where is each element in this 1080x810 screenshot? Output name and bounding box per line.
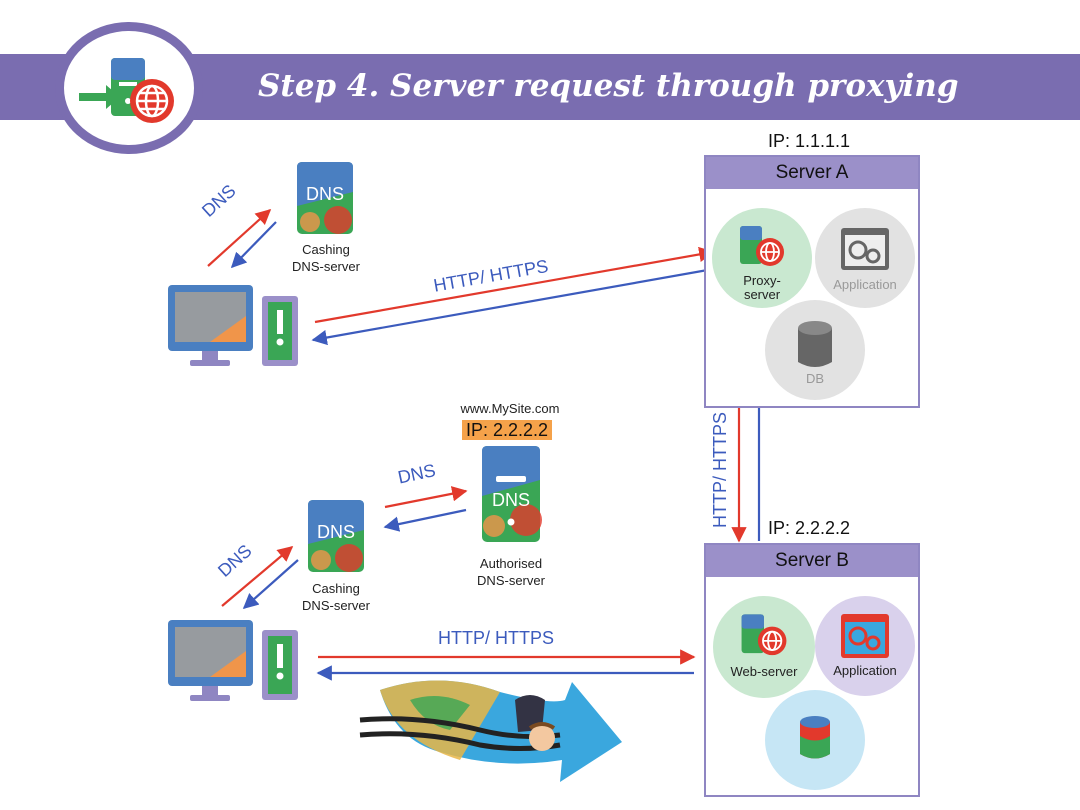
bottom-system-unit-icon [262, 630, 298, 700]
bottom-http-label: HTTP/ HTTPS [438, 628, 554, 648]
proxy-server-label: Proxy- server [743, 273, 781, 302]
server-b-db-node [765, 690, 865, 790]
server-b-application-label: Application [833, 663, 897, 678]
bottom-cache-dns-icon [308, 500, 364, 572]
proxy-logo-icon [79, 58, 174, 123]
mid-dns-request-arrow [384, 486, 468, 509]
server-a-application-label: Application [833, 277, 897, 292]
top-http-request-arrow [314, 246, 715, 324]
proxy-server-icon [740, 226, 784, 266]
bottom-cache-dns-icon-text: DNS [316, 522, 355, 542]
authoritative-dns-icon-text: DNS [491, 490, 530, 510]
page-title: Step 4. Server request through proxying [258, 68, 959, 104]
bottom-dns-request-arrow [221, 546, 294, 607]
authoritative-ip-wrapper: IP: 2.2.2.2 [462, 420, 553, 441]
bottom-cache-dns-label: Cashing DNS-server [302, 581, 370, 613]
top-monitor-icon [168, 285, 253, 366]
web-server-node: Web-server [713, 596, 815, 698]
site-domain: www.MySite.com [460, 401, 560, 416]
vertical-http-label: HTTP/ HTTPS [710, 412, 730, 528]
top-cache-dns-icon-text: DNS [305, 184, 344, 204]
authoritative-dns-icon [482, 446, 542, 542]
top-system-unit-icon [262, 296, 298, 366]
top-dns-request-arrow [207, 208, 272, 267]
authoritative-dns-label: Authorised DNS-server [477, 556, 545, 588]
server-a-application-node: Application [815, 208, 915, 308]
server-b-ip: IP: 2.2.2.2 [768, 518, 851, 538]
server-b-title: Server B [706, 545, 918, 577]
web-server-label: Web-server [730, 664, 798, 679]
header-badge [55, 22, 203, 154]
bottom-monitor-icon [168, 620, 253, 701]
top-dns-response-arrow [230, 221, 277, 269]
mid-dns-response-arrow [383, 508, 467, 532]
authoritative-ip: IP: 2.2.2.2 [462, 420, 553, 440]
web-server-icon [741, 614, 787, 656]
flying-man-illustration [359, 680, 622, 782]
top-cache-dns-icon [297, 162, 353, 234]
db-label: DB [805, 371, 825, 386]
server-a-ip: IP: 1.1.1.1 [768, 131, 851, 151]
gears-icon [841, 228, 889, 270]
database-icon [798, 321, 832, 367]
server-b-application-node: Application [815, 596, 915, 696]
top-http-response-arrow [311, 266, 720, 346]
application-gears-icon [841, 614, 889, 658]
db-node: DB [765, 300, 865, 400]
server-b-database-icon [800, 716, 830, 759]
bottom-dns-response-arrow [242, 559, 299, 610]
top-cache-dns-label: Cashing DNS-server [292, 242, 360, 274]
proxy-server-node: Proxy- server [712, 208, 812, 308]
server-a-title: Server A [706, 157, 918, 189]
